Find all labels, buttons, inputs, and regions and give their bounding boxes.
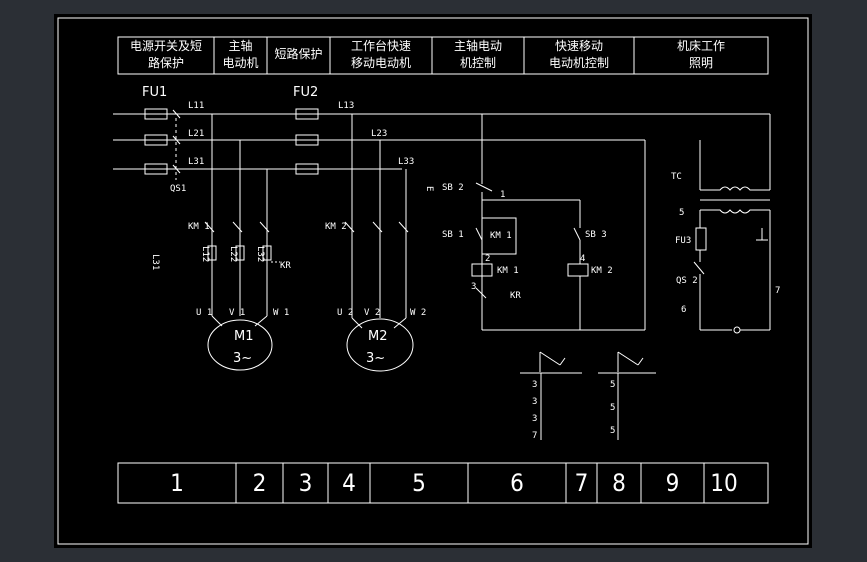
label-e: E: [424, 186, 434, 192]
header-text: 移动电动机: [350, 56, 411, 70]
label-u2: U 2: [337, 308, 354, 318]
label-sb2: SB 2: [442, 183, 464, 193]
label-node-2: 2: [485, 254, 491, 264]
header-text: 短路保护: [274, 47, 323, 61]
label-node-5: 5: [679, 208, 685, 218]
contact-b-1: 5: [610, 403, 616, 413]
label-l11: L11: [188, 101, 205, 111]
label-km1-coil: KM 1: [497, 266, 519, 276]
outer-border: [57, 17, 809, 545]
header-cell-rapid-control: 快速移动 电动机控制: [524, 38, 634, 72]
label-u1: U 1: [196, 308, 213, 318]
label-m1: M1: [234, 329, 254, 344]
label-w2: W 2: [410, 308, 427, 318]
label-m2: M2: [368, 329, 388, 344]
header-cell-table-motor: 工作台快速 移动电动机: [330, 38, 432, 72]
label-node-6: 6: [681, 305, 687, 315]
label-fu3: FU3: [675, 236, 692, 246]
label-l21: L21: [188, 129, 205, 139]
label-l13: L13: [338, 101, 355, 111]
footer-number: 5: [412, 469, 426, 497]
contact-a-0: 3: [532, 380, 538, 390]
label-node-3: 3: [471, 282, 477, 292]
label-phase-m1: 3~: [233, 351, 253, 366]
label-kr-main: KR: [280, 261, 291, 271]
contact-a-2: 3: [532, 414, 538, 424]
label-side-l31: L31: [150, 254, 160, 271]
label-fu1: FU1: [142, 85, 168, 100]
label-qs2: QS 2: [676, 276, 698, 286]
fuse-fu3: [695, 227, 707, 251]
header-text: 主轴电动: [453, 39, 502, 53]
footer-number: 10: [710, 469, 738, 497]
label-km2-coil: KM 2: [591, 266, 613, 276]
header-text: 主轴: [228, 39, 253, 53]
label-node-1: 1: [500, 190, 506, 200]
header-cell-spindle-control: 主轴电动 机控制: [432, 38, 524, 72]
header-text: 电动机控制: [548, 56, 609, 70]
label-l33: L33: [398, 157, 415, 167]
label-kr-ctrl: KR: [510, 291, 521, 301]
header-text: 机床工作: [676, 39, 725, 53]
label-w1: W 1: [273, 308, 290, 318]
footer-table: [117, 462, 769, 504]
header-cell-spindle: 主轴 电动机: [214, 38, 267, 72]
footer-number: 4: [342, 469, 356, 497]
label-v2: V 2: [364, 308, 381, 318]
label-node-7: 7: [775, 286, 781, 296]
header-table: [117, 36, 769, 75]
footer-number: 1: [170, 469, 184, 497]
motor-m1: [207, 319, 273, 371]
label-l31: L31: [188, 157, 205, 167]
header-text: 电源开关及短: [129, 39, 202, 53]
contact-a-1: 3: [532, 397, 538, 407]
header-text: 路保护: [147, 56, 184, 70]
coil-km1: [471, 263, 493, 277]
motor-m2: [346, 318, 414, 372]
label-km2-main: KM 2: [325, 222, 347, 232]
footer-number: 2: [252, 469, 267, 497]
header-text: 照明: [688, 56, 713, 70]
label-tc: TC: [671, 172, 682, 182]
drawing-sheet: [54, 14, 812, 548]
label-l12: L12: [200, 246, 210, 263]
label-fu2: FU2: [293, 85, 319, 100]
footer-number: 9: [665, 469, 680, 497]
header-cell-lighting: 机床工作 照明: [634, 38, 768, 72]
header-cell-short: 短路保护: [267, 46, 330, 63]
contact-b-2: 5: [610, 426, 616, 436]
header-text: 电动机: [222, 56, 259, 70]
header-text: 快速移动: [554, 39, 603, 53]
label-v1: V 1: [229, 308, 246, 318]
footer-number: 7: [574, 469, 589, 497]
label-qs1: QS1: [170, 184, 187, 194]
label-phase-m2: 3~: [366, 351, 386, 366]
label-l23: L23: [371, 129, 388, 139]
label-sb3: SB 3: [585, 230, 607, 240]
label-sb1: SB 1: [442, 230, 464, 240]
label-node-4: 4: [580, 254, 586, 264]
footer-number: 8: [612, 469, 626, 497]
label-km1-hold: KM 1: [490, 231, 512, 241]
coil-km2: [567, 263, 589, 277]
label-km1-main: KM 1: [188, 222, 210, 232]
label-l22: L22: [228, 246, 238, 263]
header-text: 机控制: [459, 56, 496, 70]
label-l32: L32: [255, 246, 265, 263]
header-text: 工作台快速: [350, 39, 411, 53]
contact-b-0: 5: [610, 380, 616, 390]
contact-a-3: 7: [532, 431, 538, 441]
header-cell-power: 电源开关及短 路保护: [118, 38, 214, 72]
footer-number: 3: [298, 469, 313, 497]
footer-number: 6: [510, 469, 524, 497]
